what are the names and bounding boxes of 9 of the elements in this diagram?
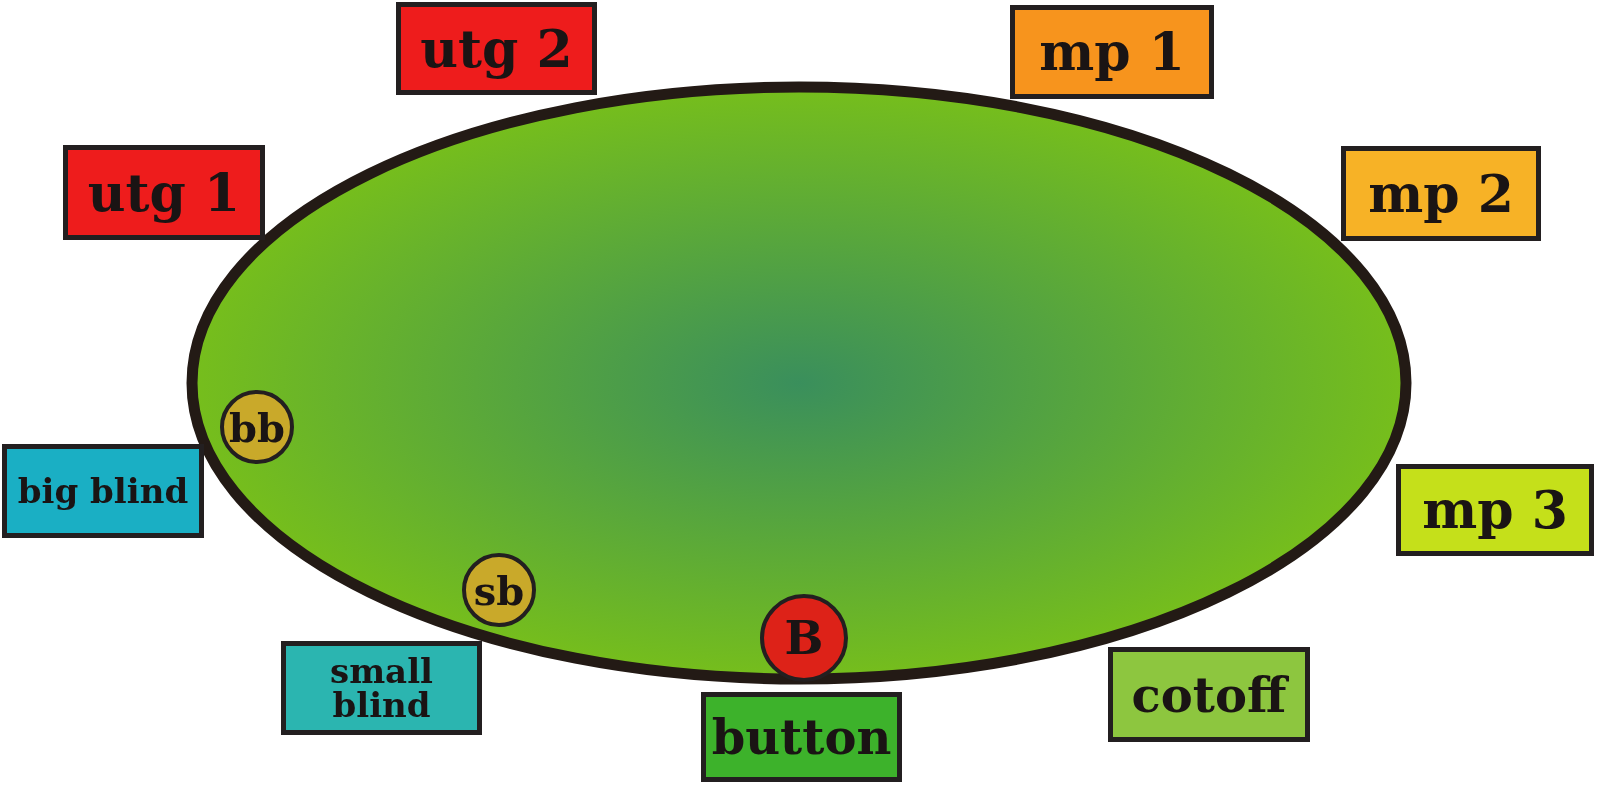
seat-label: mp 1	[1010, 5, 1214, 99]
seat-label: big blind	[2, 444, 204, 538]
seat-label: cotoff	[1108, 647, 1310, 742]
seat-label: utg 2	[396, 2, 597, 95]
seat-label: mp 3	[1396, 464, 1594, 556]
seat-label: small blind	[281, 641, 482, 735]
seat-label: utg 1	[63, 145, 265, 240]
seat-label: button	[701, 692, 902, 782]
seat-label: mp 2	[1341, 146, 1541, 241]
